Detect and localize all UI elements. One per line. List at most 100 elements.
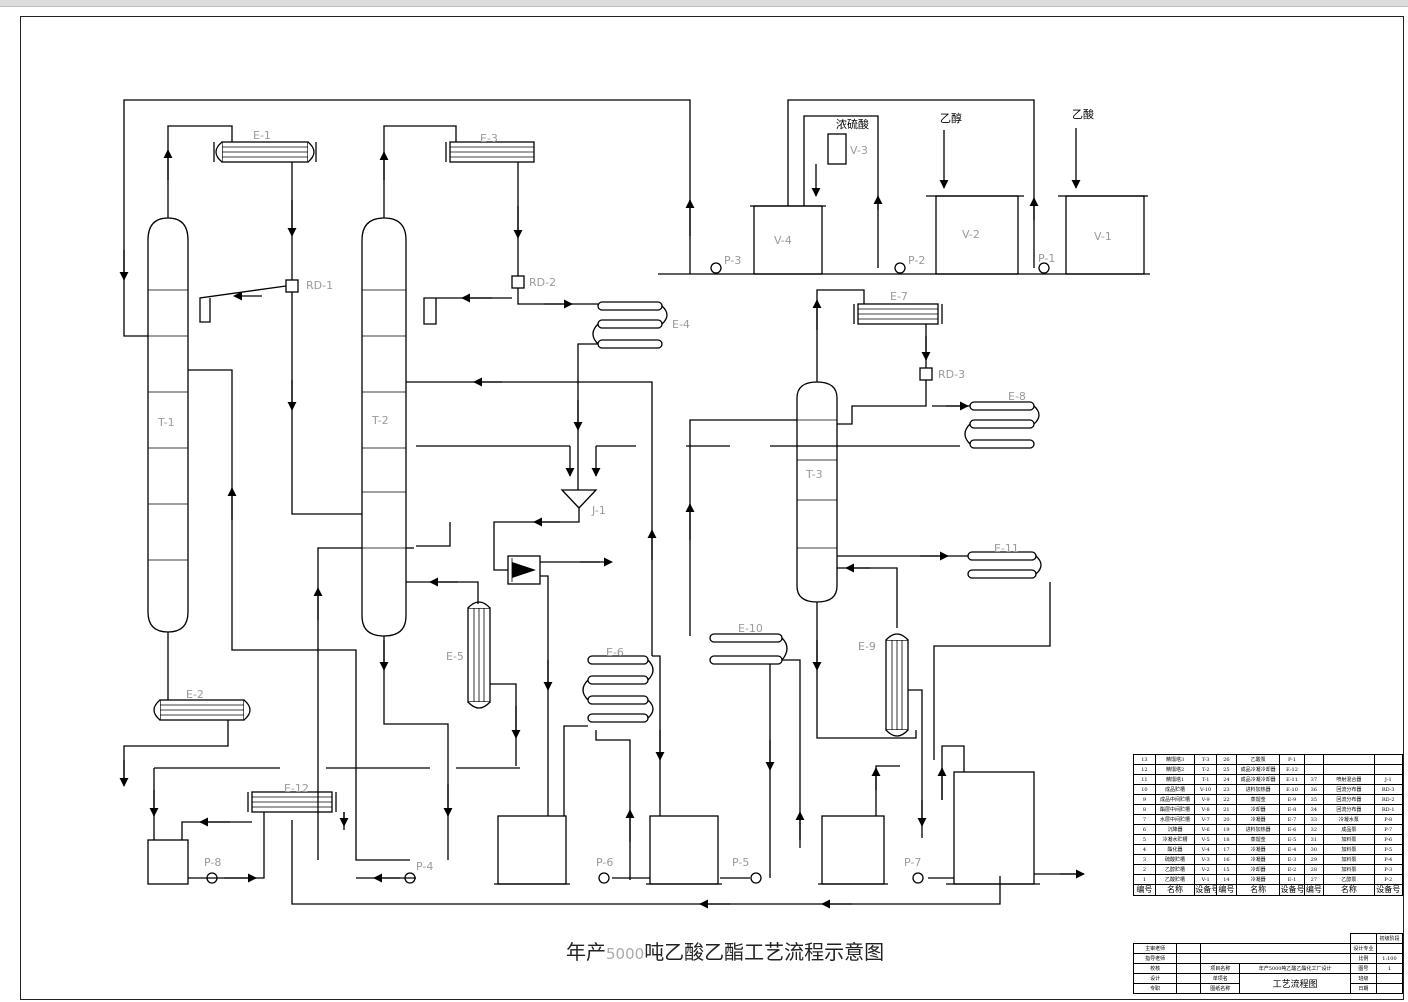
equipment-cell: 精馏塔2 xyxy=(1154,764,1196,775)
equipment-cell: E-6 xyxy=(1279,824,1305,835)
window-top-bar xyxy=(0,0,1408,7)
label-e1: E-1 xyxy=(253,129,271,142)
equipment-cell: J-1 xyxy=(1373,774,1403,785)
equipment-cell: 成品泵 xyxy=(1323,824,1375,835)
equipment-cell: 成品冷凝冷却器 xyxy=(1235,764,1281,775)
equipment-cell: V-4 xyxy=(1194,844,1218,855)
tb-major: 设计专业 xyxy=(1349,943,1377,954)
label-p1: P-1 xyxy=(1038,252,1055,265)
label-v2: V-2 xyxy=(962,228,980,241)
equipment-cell: 冷凝器 xyxy=(1235,814,1281,825)
tb-project-label: 项目名称 xyxy=(1200,963,1241,974)
equipment-cell: 3 xyxy=(1133,854,1156,865)
equipment-cell: T-3 xyxy=(1194,754,1218,765)
title-prefix: 年产 xyxy=(566,940,606,964)
equipment-cell: 成品中间贮槽 xyxy=(1154,794,1196,805)
exchanger-e12: E-12 xyxy=(247,782,337,813)
equipment-cell: V-3 xyxy=(1194,854,1218,865)
static-mixer xyxy=(507,555,541,585)
equipment-cell: 18 xyxy=(1216,834,1237,845)
equipment-cell: T-2 xyxy=(1194,764,1218,775)
label-p7: P-7 xyxy=(904,856,921,869)
equipment-cell: 加料泵 xyxy=(1323,854,1375,865)
equipment-cell: E-2 xyxy=(1279,864,1305,875)
equipment-cell xyxy=(1323,754,1375,765)
equipment-cell: 1 xyxy=(1133,874,1156,885)
equipment-cell: 29 xyxy=(1303,854,1325,865)
pumps: P-3 P-2 P-1 P-4 P-6 P-5 P-7 P-8 xyxy=(204,252,1055,884)
equipment-cell: E-10 xyxy=(1279,784,1305,795)
equipment-cell: P-1 xyxy=(1279,754,1305,765)
equipment-cell: RD-1 xyxy=(1373,804,1403,815)
label-rd1: RD-1 xyxy=(306,279,333,292)
equipment-cell: E-1 xyxy=(1279,874,1305,885)
equipment-cell: 13 xyxy=(1133,754,1156,765)
label-e6: E-6 xyxy=(606,646,624,659)
equipment-cell: 回流分布器 xyxy=(1323,804,1375,815)
label-v1: V-1 xyxy=(1094,230,1112,243)
equipment-cell: 11 xyxy=(1133,774,1156,785)
equipment-header-cell: 编号 xyxy=(1303,884,1325,896)
equipment-cell xyxy=(1373,764,1403,775)
tank-v4: V-4 xyxy=(750,205,826,275)
equipment-cell: 蒸馏釜 xyxy=(1235,834,1281,845)
tb-chief: 主审老师 xyxy=(1132,943,1178,954)
equipment-cell: 喷射混合器 xyxy=(1323,774,1375,785)
title-suffix: 吨乙酸乙酯工艺流程示意图 xyxy=(644,940,885,964)
equipment-cell: 26 xyxy=(1216,754,1237,765)
label-e11: E-11 xyxy=(994,542,1019,555)
exchanger-e10: E-10 xyxy=(709,622,788,665)
equipment-cell: 乙酸贮槽 xyxy=(1154,874,1196,885)
label-p2: P-2 xyxy=(908,254,925,267)
equipment-header-cell: 设备号 xyxy=(1279,884,1305,896)
equipment-cell xyxy=(1303,764,1325,775)
equipment-cell: P-8 xyxy=(1373,814,1403,825)
label-e4: E-4 xyxy=(672,318,690,331)
exchanger-e11: E-11 xyxy=(967,542,1042,579)
equipment-cell: 23 xyxy=(1216,784,1237,795)
equipment-cell: 冷凝器 xyxy=(1235,854,1281,865)
equipment-cell: E-4 xyxy=(1279,844,1305,855)
equipment-cell: 乙醇贮槽 xyxy=(1154,864,1196,875)
equipment-cell: E-3 xyxy=(1279,854,1305,865)
equipment-cell xyxy=(1303,754,1325,765)
reflux-rd3: RD-3 xyxy=(919,367,965,381)
equipment-cell: 9 xyxy=(1133,794,1156,805)
tb-draw: 专职 xyxy=(1132,983,1178,994)
label-e5: E-5 xyxy=(446,650,464,663)
equipment-cell: 24 xyxy=(1216,774,1237,785)
equipment-header-cell: 编号 xyxy=(1216,884,1237,896)
equipment-cell: 34 xyxy=(1303,804,1325,815)
label-p4: P-4 xyxy=(416,860,433,873)
equipment-cell: 乙酸泵 xyxy=(1235,754,1281,765)
tank-v2: V-2 xyxy=(926,195,1024,275)
equipment-cell: 回流分布器 xyxy=(1323,784,1375,795)
tb-check: 校核 xyxy=(1132,963,1178,974)
tb-sheet-label: 图号 xyxy=(1349,963,1377,974)
diagram-title: 年产5000吨乙酸乙酯工艺流程示意图 xyxy=(566,936,884,965)
equipment-cell: 20 xyxy=(1216,814,1237,825)
label-e12: E-12 xyxy=(284,782,309,795)
equipment-cell: P-6 xyxy=(1373,834,1403,845)
equipment-cell: 10 xyxy=(1133,784,1156,795)
exchanger-e4: E-4 xyxy=(592,301,690,349)
label-p5: P-5 xyxy=(732,856,749,869)
label-e2: E-2 xyxy=(186,688,204,701)
exchanger-e9: E-9 xyxy=(858,633,909,737)
exchanger-e5: E-5 xyxy=(446,601,491,709)
equipment-cell: 12 xyxy=(1133,764,1156,775)
equipment-cell: 乙醇泵 xyxy=(1323,874,1375,885)
label-v4: V-4 xyxy=(774,234,792,247)
equipment-cell: 酯层中间贮槽 xyxy=(1154,804,1196,815)
equipment-cell: 加料泵 xyxy=(1323,864,1375,875)
exchanger-e8: E-8 xyxy=(964,390,1040,449)
equipment-cell: 32 xyxy=(1303,824,1325,835)
equipment-cell: 37 xyxy=(1303,774,1325,785)
equipment-cell: P-4 xyxy=(1373,854,1403,865)
equipment-cell xyxy=(1323,764,1375,775)
